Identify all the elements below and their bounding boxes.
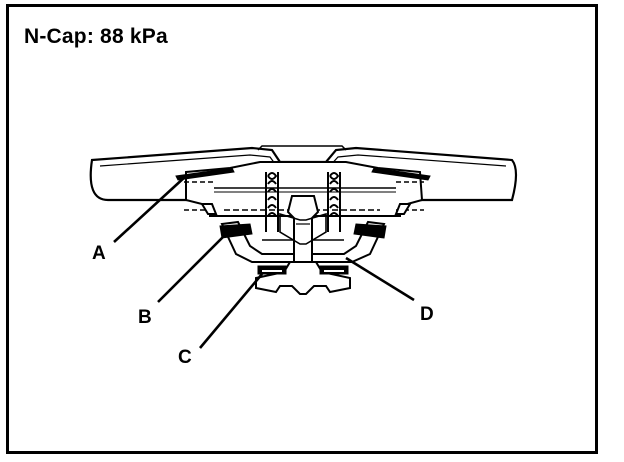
leader-lines xyxy=(113,175,415,349)
vacuum-valve xyxy=(255,261,351,295)
gasket-a xyxy=(175,167,431,181)
leader-b xyxy=(157,235,225,303)
callout-label-a: A xyxy=(92,243,106,264)
leader-c xyxy=(199,273,263,349)
callout-label-b: B xyxy=(138,307,152,328)
callout-label-c: C xyxy=(178,347,192,368)
gasket-d xyxy=(319,265,349,275)
gasket-c xyxy=(257,265,287,275)
pressure-springs xyxy=(265,172,341,232)
callout-label-d: D xyxy=(420,304,434,325)
leader-a xyxy=(113,175,187,243)
leader-d xyxy=(345,256,415,302)
gasket-b xyxy=(219,223,387,239)
figure-title: N-Cap: 88 kPa xyxy=(24,25,168,48)
